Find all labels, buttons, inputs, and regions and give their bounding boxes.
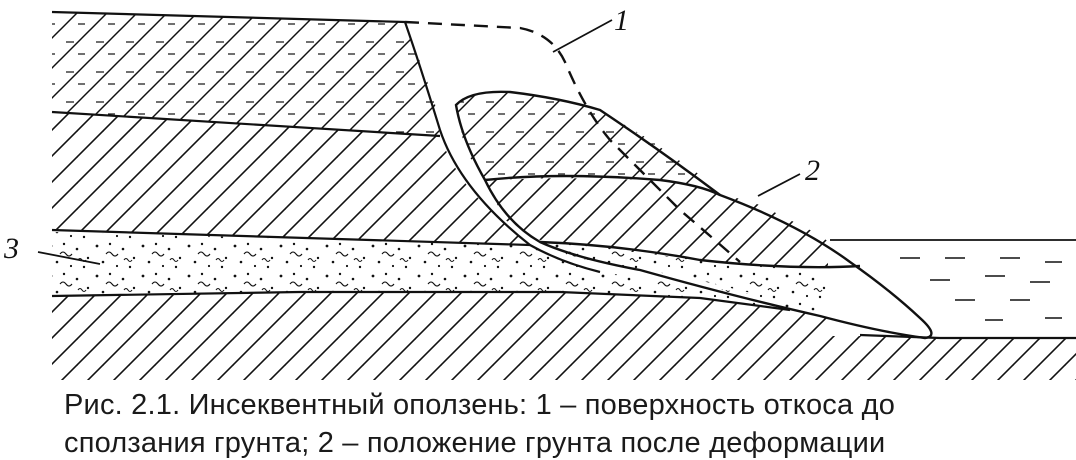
label-surface-before: 1	[614, 4, 629, 37]
surface-before-slide	[404, 20, 741, 263]
caption-line-1: Рис. 2.1. Инсеквентный оползень: 1 – пов…	[64, 389, 896, 421]
bedrock-layer	[52, 292, 1076, 380]
middle-soil-layer	[52, 112, 530, 245]
slid-mass-lower	[485, 178, 860, 268]
label-weak-layer: 3	[3, 232, 19, 265]
caption-line-2: сползания грунта; 2 – положение грунта п…	[64, 427, 886, 459]
figure-caption: Рис. 2.1. Инсеквентный оползень: 1 – пов…	[64, 386, 1064, 460]
label-ground-after: 2	[805, 154, 820, 187]
weak-sandy-layer	[52, 232, 800, 310]
layer-boundaries	[51, 10, 1076, 340]
ground-after-deformation-outline	[454, 90, 933, 340]
water-lines	[830, 239, 1076, 321]
landslide-diagram: 1 2 3	[3, 4, 1076, 380]
leader-lines	[37, 19, 801, 265]
water-body	[828, 240, 1076, 336]
slid-mass-upper	[456, 92, 710, 190]
upper-soil-layer	[52, 12, 440, 136]
